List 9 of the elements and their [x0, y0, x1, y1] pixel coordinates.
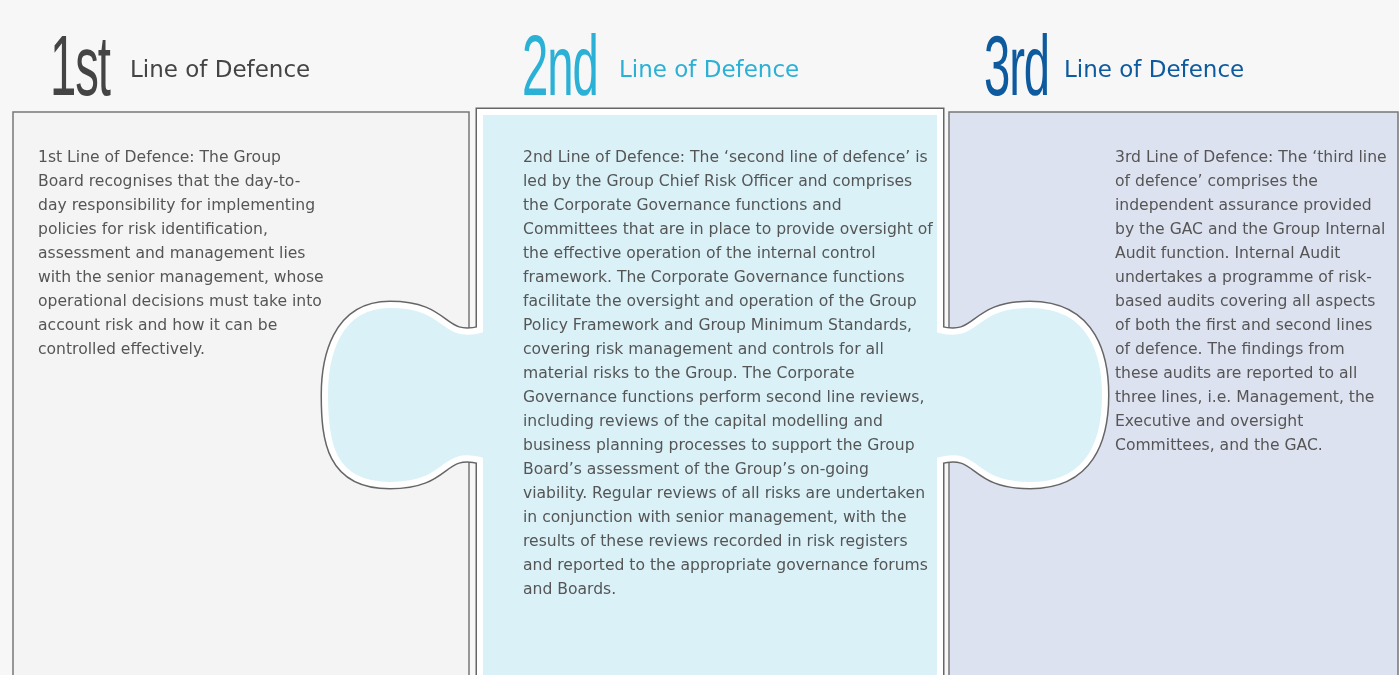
description-text: 2nd Line of Defence: The ‘second line of defence’ is led by the Group Chief Risk Officer and comprises the Corporate Governance functions and Committees that are in place to provide oversight of the effective operation of the internal control framework. The Corporate Governance functions facilitate the oversight and operation of the Group Policy Framework and Group Minimum Standards, covering risk management and controls for all material risks to the Group. The Corporate Governance functions perform second line reviews, including reviews of the capital modelling and business planning processes to support the Group Board’s assessment of the Group’s on-going viability. Regular reviews of all risks are undertaken in conjunction with senior management, with the results of these reviews recorded in risk registers and reported to the appropriate governance forums and Boards.: [523, 147, 933, 600]
ordinal-numeral: 1st: [50, 22, 110, 108]
ordinal-numeral: 2nd: [522, 22, 598, 108]
heading: Line of Defence: [1064, 55, 1245, 83]
description-text: 1st Line of Defence: The Group Board recognises that the day-to-day responsibility for implementing policies for risk identification, assessment and management lies with the senior management, whose operational decisions must take into account risk and how it can be controlled effectively.: [38, 147, 325, 360]
heading: Line of Defence: [130, 55, 311, 83]
ordinal-numeral: 3rd: [984, 22, 1050, 108]
heading: Line of Defence: [619, 55, 800, 83]
description-text: 3rd Line of Defence: The ‘third line of defence’ comprises the independent assurance provided by the GAC and the Group Internal Audit function. Internal Audit undertakes a programme of risk-based audits covering all aspects of both the first and second lines of defence. The findings from these audits are reported to all three lines, i.e. Management, the Executive and oversight Committees, and the GAC.: [1115, 147, 1388, 456]
